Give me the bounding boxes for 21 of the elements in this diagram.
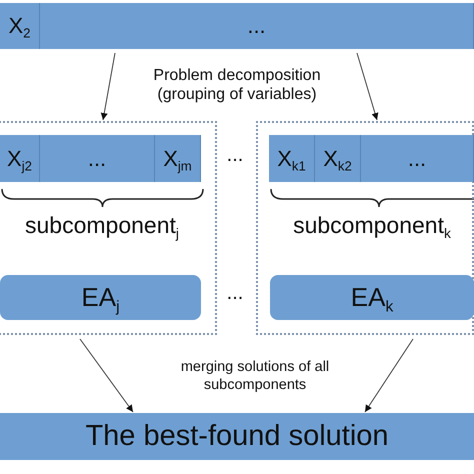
ellipsis-text: ... [226,145,244,165]
ellipsis-text: ... [226,283,244,303]
variable-cell: ... [40,135,155,182]
annotation-text: Problem decomposition (grouping of variables) [152,66,322,104]
subcomponent-group [256,121,474,335]
algorithm-box: EA$_{j}$ [0,275,201,320]
variable-cell: X$_{k1}$ [269,135,315,182]
subcomponent-label: subcomponent$_{j}$ [25,212,179,240]
variable-cell: X$_{j2}$ [0,135,40,182]
arrow [100,52,116,120]
arrow [364,338,414,412]
algorithm-box: EA$_{k}$ [270,275,474,320]
arrow [80,338,134,412]
variable-cell: X$_{k2}$ [315,135,361,182]
solution-bar: The best-found solution [0,413,474,460]
variable-cell: ... [361,135,474,182]
variable-cell: X$_{jm}$ [155,135,201,182]
subcomponent-label: subcomponent$_{k}$ [293,212,451,240]
arrow [356,52,378,120]
subcomponent-group [0,121,217,335]
annotation-text: merging solutions of all subcomponents [180,358,330,394]
